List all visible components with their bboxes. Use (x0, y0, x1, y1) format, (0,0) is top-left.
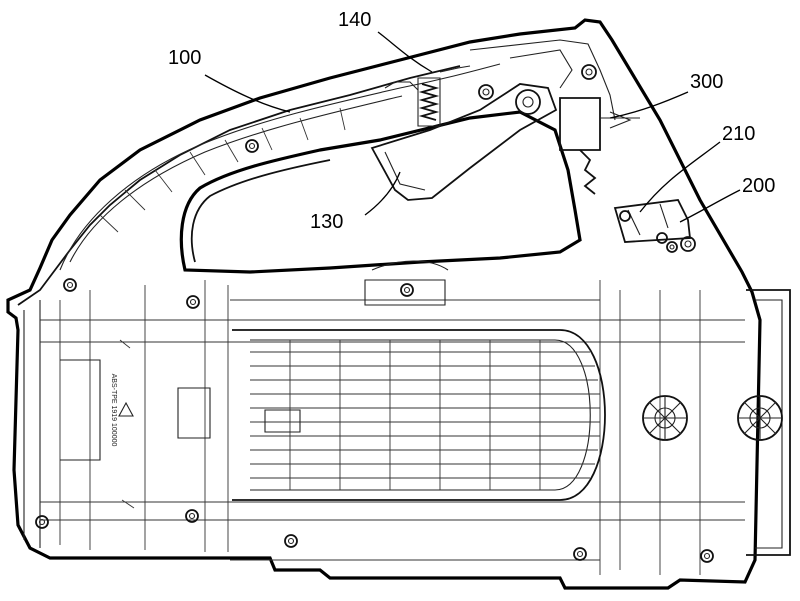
leader-140 (378, 32, 432, 72)
left-rosette (643, 396, 687, 440)
vent-grille (232, 330, 605, 500)
leader-300 (610, 92, 688, 118)
right-rosette (738, 396, 782, 440)
callout-100: 100 (168, 47, 201, 69)
housing-marking: ABS-TPE 1919 100000 (110, 374, 117, 447)
leader-210 (640, 142, 720, 212)
micro-switch (615, 200, 695, 251)
housing-outline (8, 20, 790, 588)
recycle-triangle-icon (119, 403, 133, 416)
screw-bosses (36, 140, 713, 562)
callout-140: 140 (338, 9, 371, 31)
housing-marking-text: ABS-TPE 1919 100000 (110, 374, 117, 447)
internal-ribs (40, 261, 745, 575)
callout-210: 210 (722, 123, 755, 145)
callout-300: 300 (690, 71, 723, 93)
callout-130: 130 (310, 211, 343, 233)
callout-200: 200 (742, 175, 775, 197)
trigger (372, 84, 556, 200)
leader-lines (205, 32, 740, 222)
leader-130 (365, 172, 400, 215)
